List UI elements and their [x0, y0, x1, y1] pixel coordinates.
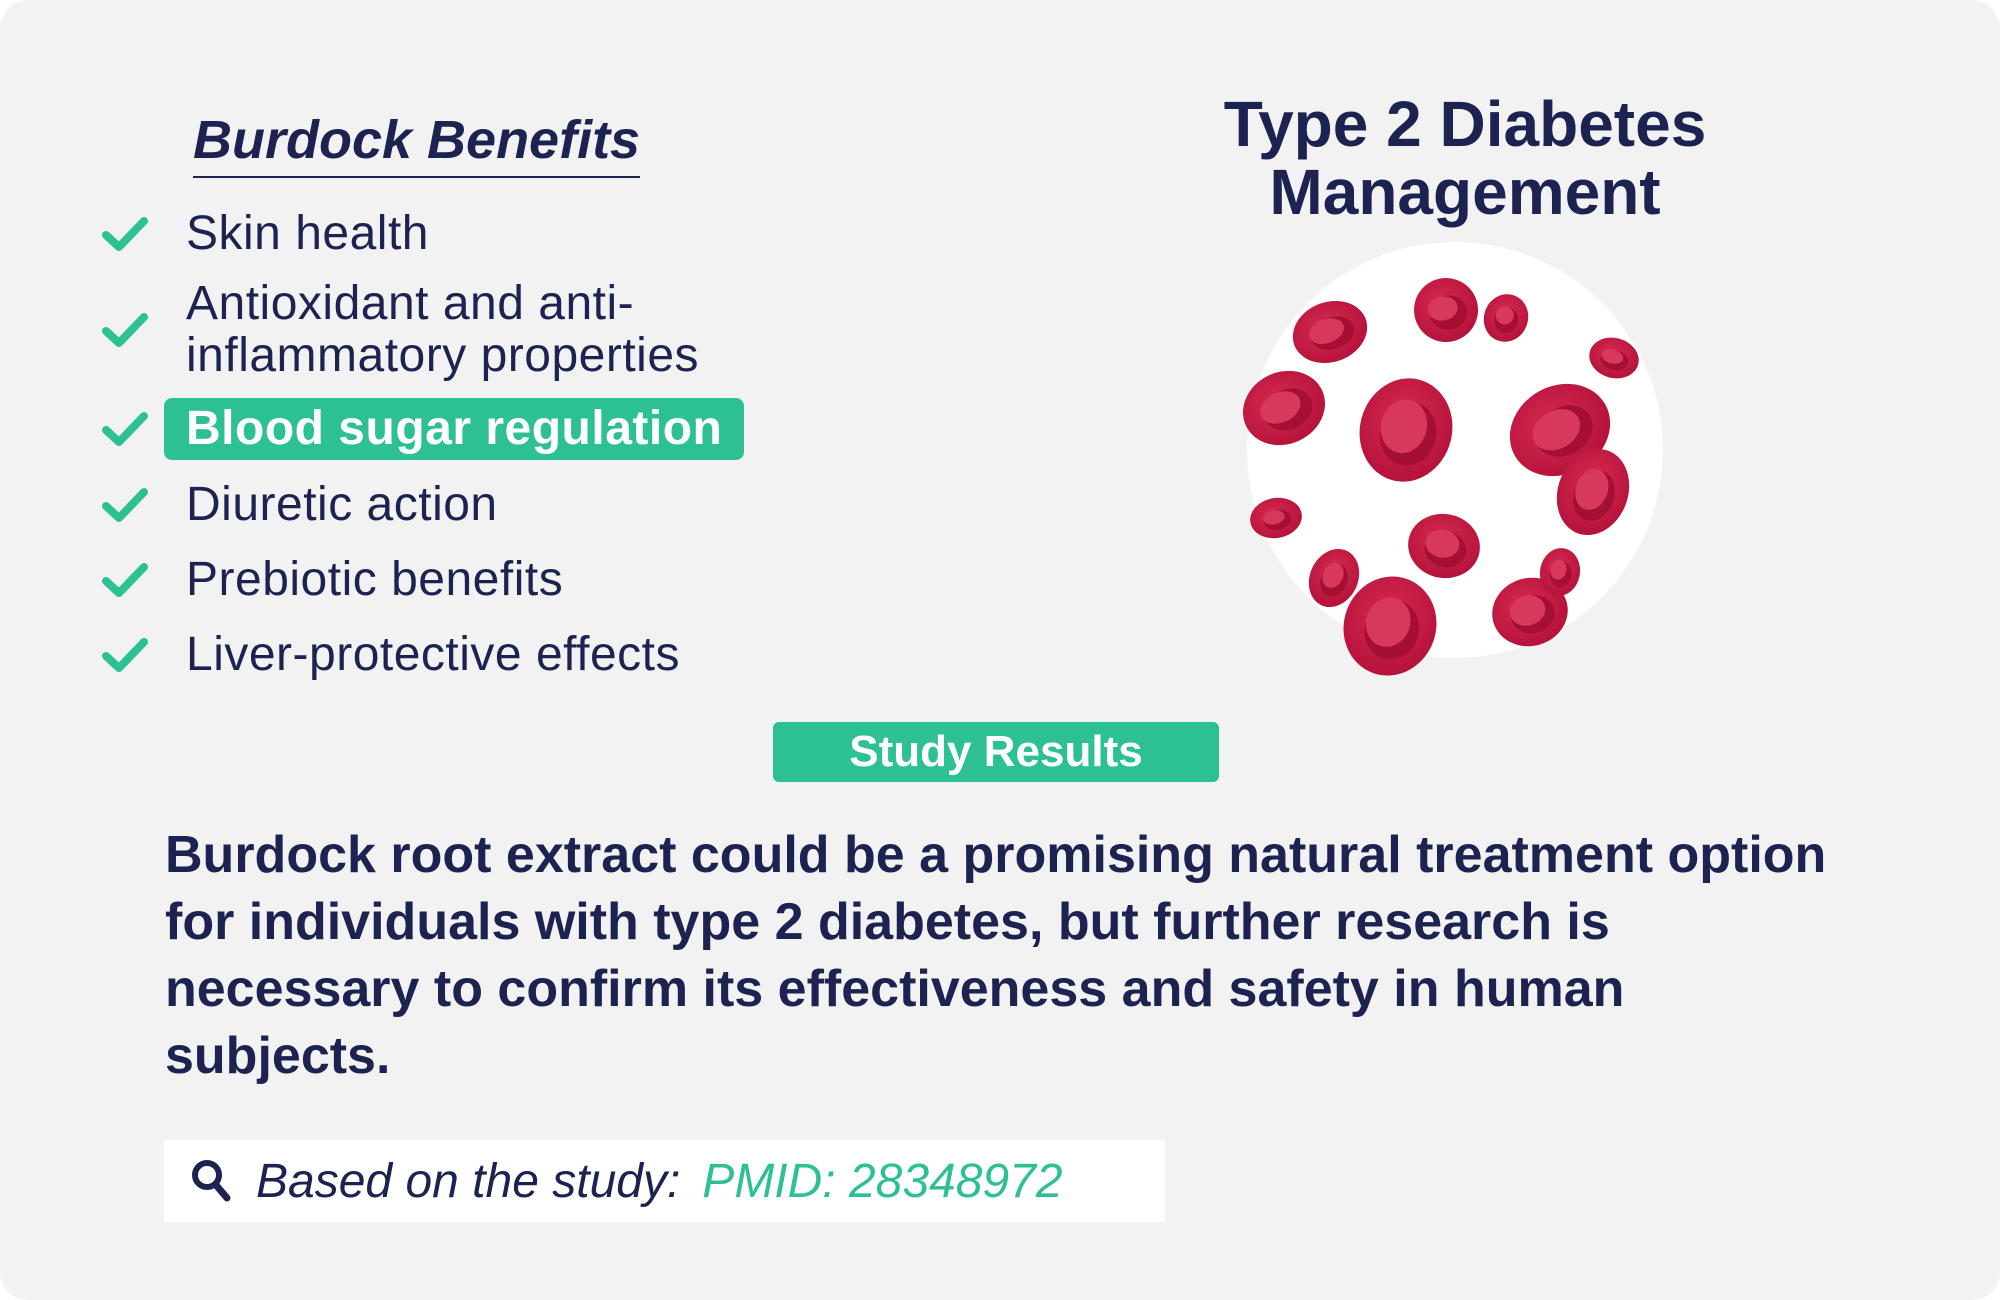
- benefit-item: Blood sugar regulation: [100, 398, 745, 460]
- source-reference: Based on the study: PMID: 28348972: [164, 1140, 1165, 1222]
- benefit-item: Diuretic action: [100, 476, 498, 534]
- blood-cell-group: [1243, 278, 1639, 676]
- study-pmid-link[interactable]: PMID: 28348972: [702, 1154, 1063, 1208]
- benefit-item: Skin health: [100, 205, 429, 263]
- benefit-label: Prebiotic benefits: [186, 553, 564, 606]
- condition-title: Type 2 Diabetes Management: [1223, 88, 1707, 228]
- check-icon: [100, 555, 150, 605]
- red-blood-cells-illustration: [1243, 242, 1663, 676]
- check-icon: [100, 305, 150, 355]
- benefit-label: Antioxidant and anti-inflammatory proper…: [186, 277, 700, 382]
- benefit-item: Liver-protective effects: [100, 626, 680, 684]
- source-label: Based on the study:: [256, 1154, 681, 1208]
- check-icon: [100, 404, 150, 454]
- benefits-title: Burdock Benefits: [193, 108, 641, 178]
- search-icon: [186, 1156, 236, 1206]
- check-icon: [100, 630, 150, 680]
- check-icon: [100, 209, 150, 259]
- benefit-label: Liver-protective effects: [186, 628, 680, 681]
- benefit-label-highlighted: Blood sugar regulation: [164, 398, 745, 460]
- benefit-label: Skin health: [186, 207, 429, 260]
- benefit-item: Prebiotic benefits: [100, 551, 563, 609]
- check-icon: [100, 480, 150, 530]
- study-results-badge: Study Results: [773, 722, 1219, 782]
- study-summary: Burdock root extract could be a promisin…: [165, 826, 1827, 1085]
- benefit-label: Diuretic action: [186, 478, 498, 531]
- benefit-item: Antioxidant and anti-inflammatory proper…: [100, 278, 886, 382]
